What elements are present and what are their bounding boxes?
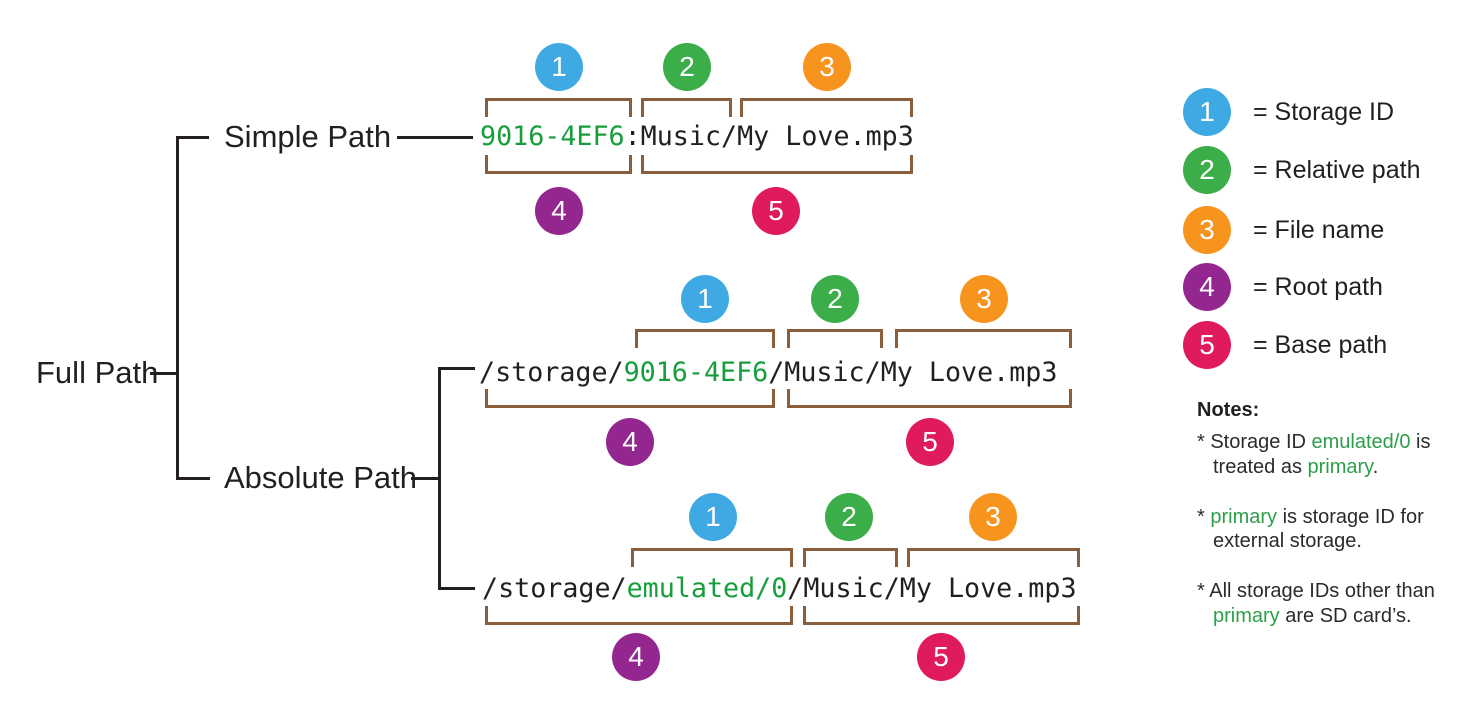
root-path-marker: 4 [535,187,583,235]
absolute-path-connector-line [411,477,441,480]
storage-id-marker: 1 [689,493,737,541]
file-name-marker: 3 [969,493,1017,541]
note-text: treated as [1213,456,1308,478]
storage-id-segment: emulated/0 [626,573,788,604]
file-name-marker: 3 [960,275,1008,323]
full-path-label: Full Path [36,355,159,390]
base-path-bracket [803,606,1080,625]
legend-base-path-label: = Base path [1253,331,1388,359]
storage-id-bracket [635,329,775,348]
note-text: are SD card’s. [1279,605,1412,627]
note-line: * All storage IDs other than [1197,579,1435,603]
note-text: . [1372,456,1379,478]
root-prefix-segment: /storage/ [479,357,624,388]
relative-path-bracket [803,548,898,567]
base-path-marker: 5 [906,418,954,466]
note-line: external storage. [1213,529,1362,553]
storage-id-segment: 9016-4EF6 [623,357,769,388]
note-line: treated as primary. [1213,455,1378,479]
simple-branch-stub-line [176,136,209,139]
file-name-marker: 3 [803,43,851,91]
note-green-text: primary [1210,506,1278,528]
absolute-vertical-line [438,367,441,590]
absolute-path-emulated-text: /storage/emulated/0/Music/My Love.mp3 [482,574,1077,604]
legend-root-path-label: = Root path [1253,273,1383,301]
absolute-path-text: /storage/9016-4EF6/Music/My Love.mp3 [479,358,1057,388]
file-name-bracket [895,329,1072,348]
base-path-bracket [641,155,913,174]
relative-path-bracket [787,329,883,348]
base-path-bracket [787,389,1072,408]
absolute-path-label: Absolute Path [224,460,418,495]
absolute-bottom-branch-line [438,587,475,590]
root-prefix-segment: /storage/ [482,573,627,604]
note-text: is [1410,431,1431,453]
legend-relative-path-label: = Relative path [1253,156,1421,184]
relative-path-bracket [641,98,732,117]
file-name-bracket [740,98,913,117]
root-path-marker: 4 [606,418,654,466]
base-path-segment: /Music/My Love.mp3 [787,573,1077,604]
tree-vertical-line [176,136,179,480]
note-text: * [1197,506,1211,528]
file-name-bracket [907,548,1080,567]
base-path-segment: /Music/My Love.mp3 [768,357,1058,388]
base-path-segment: :Music/My Love.mp3 [624,121,914,152]
notes-title: Notes: [1197,399,1260,421]
note-text: * All storage IDs other than [1197,580,1435,602]
storage-id-marker: 1 [681,275,729,323]
legend-relative-path-icon: 2 [1183,146,1231,194]
legend-storage-id-label: = Storage ID [1253,98,1395,126]
storage-id-bracket [485,98,632,117]
note-green-text: emulated/0 [1311,431,1411,453]
note-line: * primary is storage ID for [1197,505,1424,529]
base-path-marker: 5 [752,187,800,235]
note-green-text: primary [1213,605,1280,627]
storage-id-bracket [631,548,793,567]
absolute-top-branch-line [438,367,475,370]
relative-path-marker: 2 [663,43,711,91]
legend-root-path-icon: 4 [1183,263,1231,311]
legend-file-name-icon: 3 [1183,206,1231,254]
simple-path-label: Simple Path [224,119,392,154]
note-green-text: primary [1307,456,1373,478]
relative-path-marker: 2 [825,493,873,541]
storage-id-marker: 1 [535,43,583,91]
root-path-bracket [485,389,775,408]
simple-path-connector-line [397,136,473,139]
root-path-bracket [485,155,632,174]
root-path-bracket [485,606,793,625]
full-path-stub-line [150,372,176,375]
note-text: * Storage ID [1197,431,1312,453]
relative-path-marker: 2 [811,275,859,323]
root-path-marker: 4 [612,633,660,681]
storage-id-segment: 9016-4EF6 [480,121,625,152]
legend-base-path-icon: 5 [1183,321,1231,369]
absolute-branch-stub-line [176,477,210,480]
base-path-marker: 5 [917,633,965,681]
legend-file-name-label: = File name [1253,216,1385,244]
note-line: * Storage ID emulated/0 is [1197,430,1430,454]
legend-storage-id-icon: 1 [1183,88,1231,136]
note-line: primary are SD card’s. [1213,604,1412,628]
note-text: external storage. [1213,530,1362,552]
simple-path-text: 9016-4EF6:Music/My Love.mp3 [480,122,914,152]
note-text: is storage ID for [1277,506,1424,528]
